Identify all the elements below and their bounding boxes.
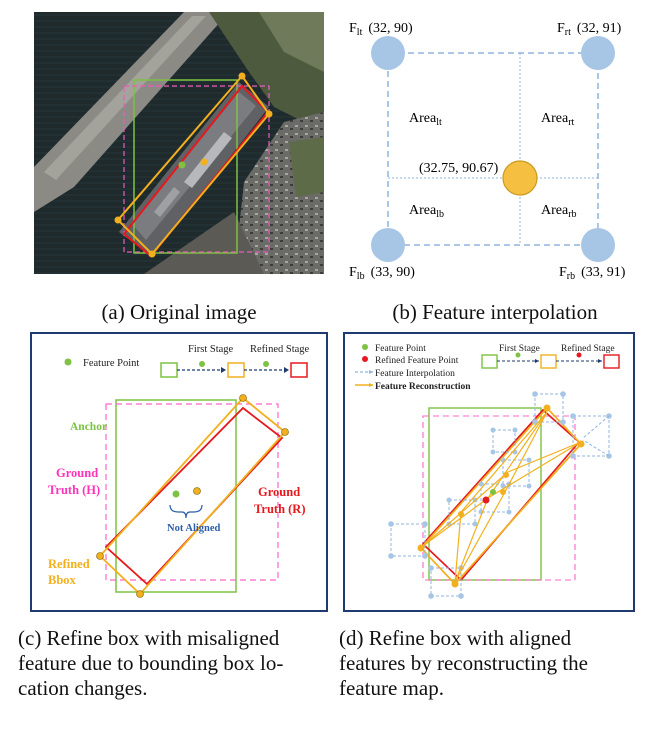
caption-c: (c) Refine box with misaligned feature d… bbox=[18, 626, 336, 701]
legend-feature-interpolation: Feature Interpolation bbox=[375, 369, 455, 379]
interpolation-diagram: Flt(32, 90) Frt(32, 91) Flb(33, 90) Frb(… bbox=[349, 21, 626, 282]
panel-c-misaligned: Feature Point First Stage Refined Stage … bbox=[30, 332, 328, 612]
legend-refined-feature-point: Refined Feature Point bbox=[375, 355, 459, 366]
label-gt-h-2: Truth (H) bbox=[48, 483, 100, 497]
legend-first-stage: First Stage bbox=[499, 344, 540, 354]
anchor-box bbox=[133, 79, 238, 254]
label-gt-r-2: Truth (R) bbox=[254, 502, 306, 516]
label-f-rb: Frb(33, 91) bbox=[559, 265, 626, 282]
label-center-value: (32.75, 90.67) bbox=[419, 161, 499, 176]
caption-c-line-1: (c) Refine box with misaligned bbox=[18, 626, 280, 650]
legend-first-stage: First Stage bbox=[188, 344, 234, 355]
panel-d-aligned: Feature Point Refined Feature Point Feat… bbox=[343, 332, 635, 612]
caption-d-line-3: feature map. bbox=[339, 676, 444, 700]
gt-horizontal-box bbox=[422, 415, 576, 581]
corner-lb bbox=[371, 228, 405, 262]
feature-point bbox=[178, 161, 186, 169]
aligned-diagram: Feature Point Refined Feature Point Feat… bbox=[343, 332, 635, 612]
gt-rotated-box bbox=[104, 406, 284, 586]
legend-feature-point-dot bbox=[64, 358, 72, 366]
legend-feature-point: Feature Point bbox=[375, 344, 426, 354]
legend-refined-box bbox=[290, 362, 308, 378]
label-gt-r-1: Ground bbox=[258, 485, 300, 499]
label-not-aligned: Not Aligned bbox=[167, 523, 221, 534]
not-aligned-brace bbox=[169, 504, 203, 519]
legend-feature-reconstruction: Feature Reconstruction bbox=[375, 382, 471, 392]
panel-b-feature-interpolation: Flt(32, 90) Frt(32, 91) Flb(33, 90) Frb(… bbox=[345, 10, 645, 285]
label-gt-h-1: Ground bbox=[56, 466, 98, 480]
caption-d-line-2: features by reconstructing the bbox=[339, 651, 588, 675]
corner-rb bbox=[581, 228, 615, 262]
corner-lt bbox=[371, 36, 405, 70]
label-refined-2: Bbox bbox=[48, 573, 77, 587]
label-anchor: Anchor bbox=[70, 421, 107, 433]
aerial-image bbox=[34, 12, 324, 274]
gt-horizontal-box bbox=[105, 403, 279, 581]
interp-grid bbox=[387, 52, 599, 246]
label-area-lb: Arealb bbox=[409, 203, 444, 220]
legend-refined-stage: Refined Stage bbox=[250, 344, 310, 355]
legend-refined-stage: Refined Stage bbox=[561, 343, 615, 354]
reconstruction-lines bbox=[422, 411, 582, 583]
label-area-lt: Arealt bbox=[409, 111, 442, 128]
label-f-lb: Flb(33, 90) bbox=[349, 265, 415, 282]
label-refined-1: Refined bbox=[48, 557, 90, 571]
corner-rt bbox=[581, 36, 615, 70]
interp-point bbox=[502, 160, 538, 196]
refined-feature-point bbox=[482, 496, 490, 504]
label-area-rt: Areart bbox=[541, 111, 575, 128]
caption-a: (a) Original image bbox=[101, 300, 257, 324]
gt-horizontal-box bbox=[123, 85, 270, 253]
label-f-rt: Frt(32, 91) bbox=[557, 21, 622, 38]
caption-d-line-1: (d) Refine box with aligned bbox=[339, 626, 572, 650]
misaligned-diagram: Feature Point First Stage Refined Stage … bbox=[30, 332, 328, 612]
caption-b: (b) Feature interpolation bbox=[392, 300, 598, 324]
label-f-lt: Flt(32, 90) bbox=[349, 21, 413, 38]
anchor-box bbox=[115, 399, 237, 593]
label-area-rb: Arearb bbox=[541, 203, 577, 220]
interp-grids bbox=[390, 393, 610, 597]
caption-c-line-2: feature due to bounding box lo- bbox=[18, 651, 284, 675]
panel-a-original-image bbox=[34, 12, 324, 274]
caption-c-line-3: cation changes. bbox=[18, 676, 148, 700]
legend-feature-point: Feature Point bbox=[83, 358, 139, 369]
caption-d: (d) Refine box with aligned features by … bbox=[339, 626, 643, 701]
